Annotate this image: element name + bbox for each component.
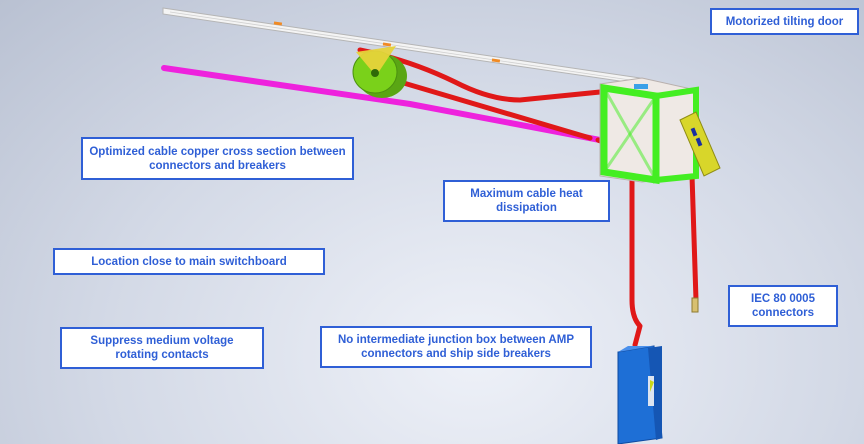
callout-heat-dissipation-text: Maximum cable heat dissipation [470,188,583,214]
callout-no-junction-box: No intermediate junction box between AMP… [320,326,592,368]
callout-location-text: Location close to main switchboard [91,255,287,268]
callout-iec-connectors: IEC 80 0005 connectors [728,285,838,327]
callout-suppress-contacts-text: Suppress medium voltage rotating contact… [90,335,234,361]
callout-heat-dissipation: Maximum cable heat dissipation [443,180,610,222]
callout-suppress-contacts: Suppress medium voltage rotating contact… [60,327,264,369]
callout-motorized-door-text: Motorized tilting door [725,15,844,28]
callout-copper-cross-section-text: Optimized cable copper cross section bet… [89,145,346,172]
pulley [352,46,407,98]
cable-plug [691,297,699,313]
frame-housing [599,77,699,185]
magenta-cable [161,65,603,143]
callout-iec-connectors-text: IEC 80 0005 connectors [751,293,815,319]
callout-location: Location close to main switchboard [53,248,325,275]
connector-panel [679,111,721,177]
connector-box [617,345,663,444]
callout-no-junction-box-text: No intermediate junction box between AMP… [338,334,574,360]
callout-copper-cross-section: Optimized cable copper cross section bet… [81,137,354,180]
callout-motorized-door: Motorized tilting door [710,8,859,35]
